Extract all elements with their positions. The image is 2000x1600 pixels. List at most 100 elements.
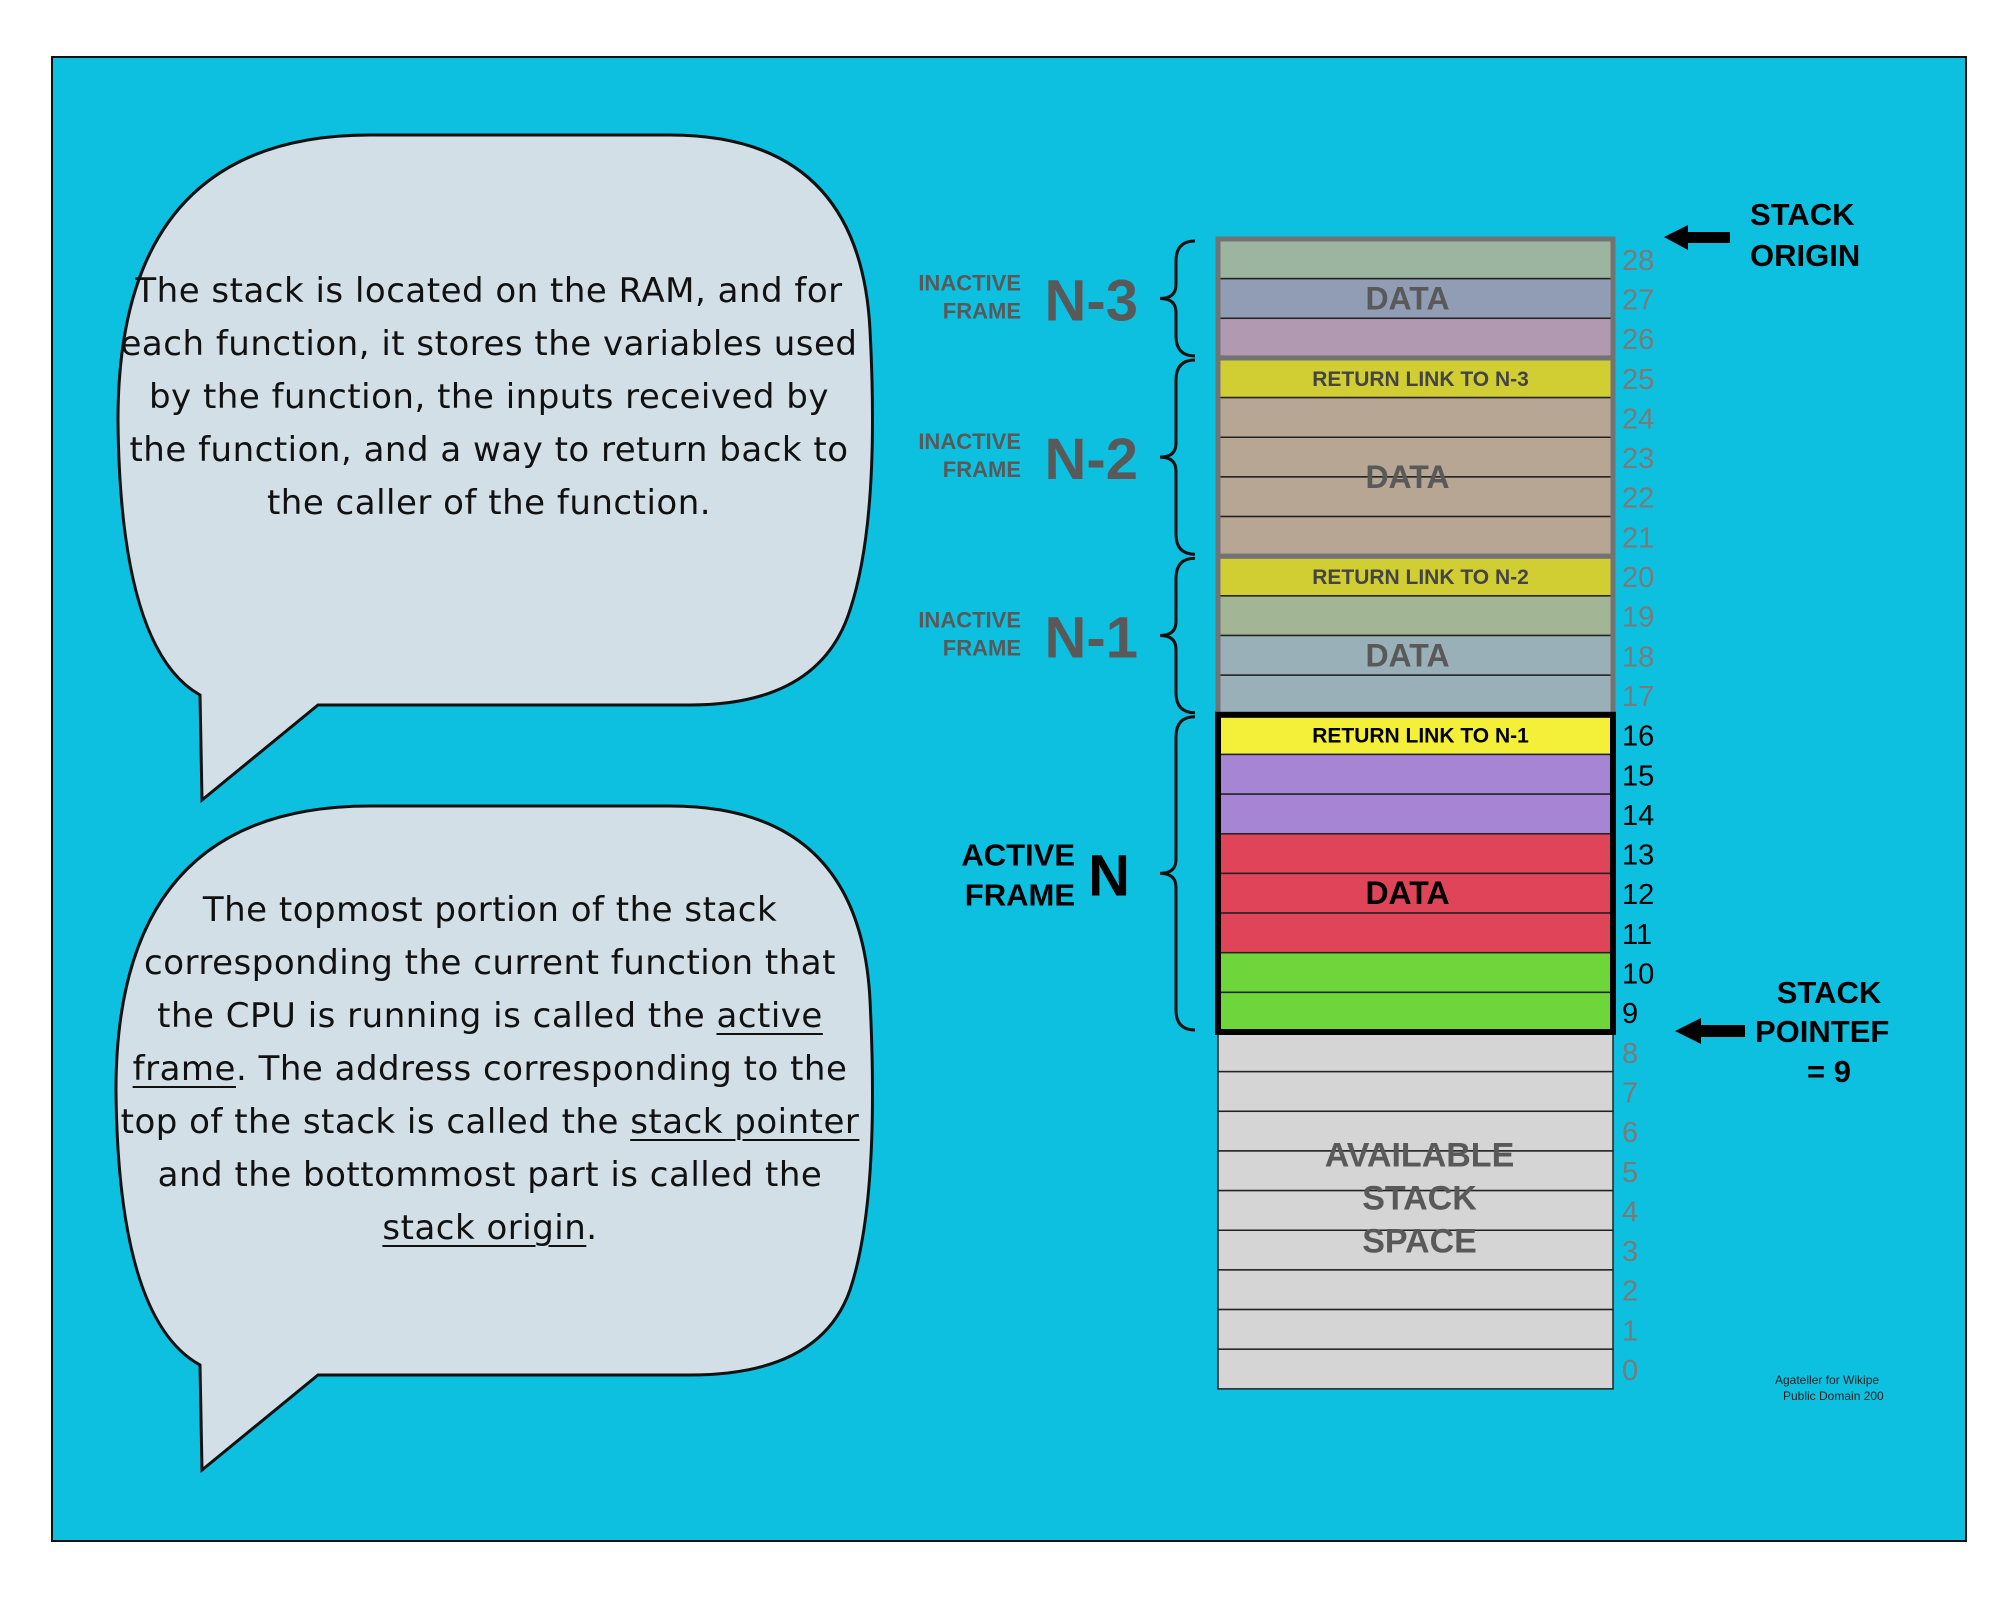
frame-name-n-2: N-2 xyxy=(1045,427,1138,492)
stack-cell-0 xyxy=(1217,1348,1614,1390)
address-14: 14 xyxy=(1622,800,1654,832)
brace-n xyxy=(1159,715,1196,1032)
address-0: 0 xyxy=(1622,1355,1638,1387)
bottom-bubble-part3: and the bottommost part is called the xyxy=(157,1155,823,1195)
address-11: 11 xyxy=(1622,919,1652,951)
stack-pointer-label-line1: STACK xyxy=(1777,975,1882,1010)
frame-border-n xyxy=(1215,711,1616,1035)
bottom-bubble-part1: The topmost portion of the stack corresp… xyxy=(144,890,836,1036)
address-10: 10 xyxy=(1622,959,1654,991)
frame-state-n-1: INACTIVE xyxy=(918,608,1021,633)
frame-state-n: ACTIVE xyxy=(961,837,1075,872)
data-label-n-3: DATA xyxy=(1365,280,1449,316)
frame-braces xyxy=(1159,239,1196,1032)
top-speech-bubble xyxy=(116,133,874,804)
stack-cell-26 xyxy=(1217,317,1614,359)
address-17: 17 xyxy=(1622,681,1654,713)
address-23: 23 xyxy=(1622,443,1654,475)
stack-cell-19 xyxy=(1217,595,1614,637)
address-19: 19 xyxy=(1622,602,1654,634)
data-label-n: DATA xyxy=(1365,875,1449,911)
brace-n-3 xyxy=(1159,239,1196,358)
address-22: 22 xyxy=(1622,483,1654,515)
address-13: 13 xyxy=(1622,840,1654,872)
frame-borders xyxy=(1215,236,1616,1035)
stack-origin-label-line1: STACK xyxy=(1750,197,1855,232)
stack-cell-1 xyxy=(1217,1308,1614,1350)
stack-cell-28 xyxy=(1217,238,1614,280)
active-frame-term: active frame xyxy=(132,996,823,1089)
address-24: 24 xyxy=(1622,403,1654,435)
address-2: 2 xyxy=(1622,1276,1638,1308)
stack-cell-3 xyxy=(1217,1229,1614,1271)
frame-name-n-3: N-3 xyxy=(1045,268,1138,333)
stack-cell-24 xyxy=(1217,396,1614,439)
stack-pointer-label-line3: = 9 xyxy=(1807,1054,1851,1089)
stack-cell-14 xyxy=(1217,793,1614,835)
stack-cell-9 xyxy=(1217,991,1614,1033)
stack-cell-21 xyxy=(1217,515,1614,557)
stack-cell-8 xyxy=(1217,1031,1614,1073)
address-4: 4 xyxy=(1622,1196,1638,1228)
brace-n-2 xyxy=(1159,358,1196,556)
stack-origin-arrow xyxy=(1664,225,1730,250)
frame-word-n-2: FRAME xyxy=(943,457,1021,482)
available-space-label-line3: SPACE xyxy=(1362,1222,1477,1260)
brace-n-1 xyxy=(1159,556,1196,715)
address-18: 18 xyxy=(1622,641,1654,673)
address-28: 28 xyxy=(1622,245,1654,277)
stack-cells xyxy=(1217,238,1614,1390)
stack-origin-label-line2: ORIGIN xyxy=(1750,238,1860,273)
credit-line2: Public Domain 200 xyxy=(1783,1389,1884,1403)
stack-cell-6 xyxy=(1217,1110,1614,1152)
credit: Agateller for Wikipe Public Domain 200 xyxy=(1775,1373,1884,1403)
address-15: 15 xyxy=(1622,760,1654,792)
frame-name-n: N xyxy=(1088,843,1130,908)
address-5: 5 xyxy=(1622,1157,1638,1189)
address-6: 6 xyxy=(1622,1117,1638,1149)
stack-cell-12 xyxy=(1217,872,1614,914)
address-9: 9 xyxy=(1622,998,1638,1030)
address-1: 1 xyxy=(1622,1315,1638,1347)
bottom-bubble-part2: . The address corresponding to the top o… xyxy=(120,1049,848,1142)
address-20: 20 xyxy=(1622,562,1654,594)
frame-state-n-2: INACTIVE xyxy=(918,429,1021,454)
stack-cell-4 xyxy=(1217,1189,1614,1231)
frame-word-n-3: FRAME xyxy=(943,298,1021,323)
data-label-n-2: DATA xyxy=(1365,459,1449,495)
return-link-label-n: RETURN LINK TO N-1 xyxy=(1312,725,1529,748)
stack-cell-2 xyxy=(1217,1269,1614,1311)
stack-origin-term: stack origin xyxy=(382,1208,587,1248)
stack-cell-13 xyxy=(1217,833,1614,875)
return-link-label-n-1: RETURN LINK TO N-2 xyxy=(1312,566,1529,589)
stack-cell-11 xyxy=(1217,912,1614,954)
address-7: 7 xyxy=(1622,1077,1638,1109)
address-27: 27 xyxy=(1622,284,1654,316)
stack-pointer-label-line2: POINTEF xyxy=(1755,1014,1889,1049)
frame-word-n-1: FRAME xyxy=(943,636,1021,661)
data-label-n-1: DATA xyxy=(1365,637,1449,673)
stack-pointer-arrow xyxy=(1675,1018,1745,1044)
stack-origin-marker: STACK ORIGIN xyxy=(1664,197,1860,273)
bottom-speech-bubble xyxy=(114,804,874,1474)
address-21: 21 xyxy=(1622,522,1654,554)
stack-cell-15 xyxy=(1217,753,1614,795)
available-space-label-line2: STACK xyxy=(1362,1179,1477,1217)
frame-state-n-3: INACTIVE xyxy=(918,270,1021,295)
top-bubble-paragraph: The stack is located on the RAM, and for… xyxy=(120,271,858,523)
address-12: 12 xyxy=(1622,879,1654,911)
address-26: 26 xyxy=(1622,324,1654,356)
address-column: 2827262524232221201918171615141312111098… xyxy=(1622,245,1654,1387)
top-bubble-text: The stack is located on the RAM, and for… xyxy=(118,265,860,530)
stack-cell-20 xyxy=(1217,555,1614,597)
stack-cell-17 xyxy=(1217,674,1614,716)
address-3: 3 xyxy=(1622,1236,1638,1268)
address-16: 16 xyxy=(1622,721,1654,753)
address-8: 8 xyxy=(1622,1038,1638,1070)
return-link-label-n-2: RETURN LINK TO N-3 xyxy=(1312,368,1529,391)
frame-name-n-1: N-1 xyxy=(1045,606,1138,671)
stack-cell-7 xyxy=(1217,1070,1614,1113)
stack-cell-10 xyxy=(1217,951,1614,994)
